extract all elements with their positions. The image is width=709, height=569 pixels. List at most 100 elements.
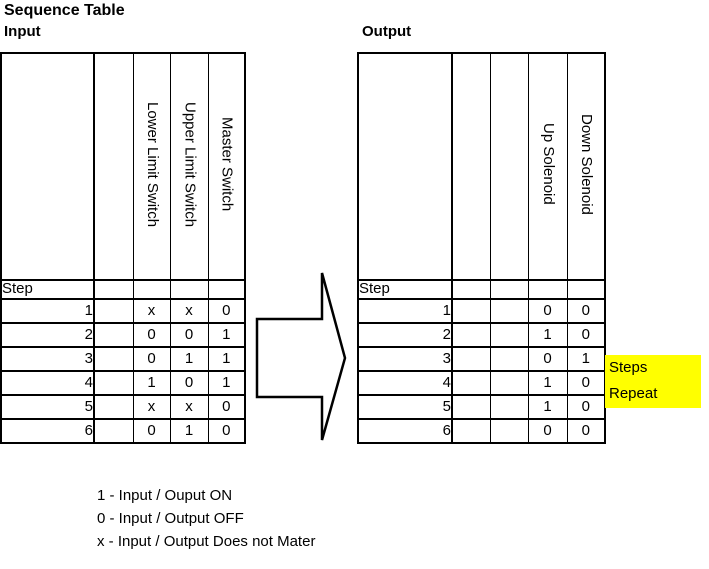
- output-col-header-up-solenoid: Up Solenoid: [527, 52, 568, 281]
- input-col-header-master-switch: Master Switch: [207, 52, 246, 281]
- input-step-number: 6: [0, 418, 95, 444]
- output-step-header-cell: Step: [357, 279, 453, 300]
- legend-line-on: 1 - Input / Ouput ON: [97, 487, 233, 504]
- input-table-row: 3 0 1 1: [0, 346, 246, 372]
- output-cell-up-solenoid: 0: [527, 298, 568, 324]
- input-cell-master: 1: [207, 346, 246, 372]
- output-cell: [451, 346, 491, 372]
- output-table-row: 1 0 0: [357, 298, 606, 324]
- output-cell: [489, 298, 529, 324]
- input-table: Lower Limit Switch Upper Limit Switch Ma…: [0, 52, 246, 444]
- input-header-corner-cell: [0, 52, 95, 281]
- input-cell-lower-limit: x: [132, 394, 171, 420]
- output-cell-down-solenoid: 0: [566, 370, 606, 396]
- input-cell-lower-limit: 1: [132, 370, 171, 396]
- input-col-header-lower-limit-switch: Lower Limit Switch: [132, 52, 171, 281]
- output-table-row: 6 0 0: [357, 418, 606, 444]
- input-table-row: 2 0 0 1: [0, 322, 246, 348]
- input-cell-upper-limit: x: [169, 298, 209, 324]
- input-cell-lower-limit: 0: [132, 418, 171, 444]
- output-cell-down-solenoid: 1: [566, 346, 606, 372]
- input-table-row: 1 x x 0: [0, 298, 246, 324]
- legend: 1 - Input / Ouput ON 0 - Input / Output …: [97, 484, 315, 553]
- input-cell-master: 1: [207, 322, 246, 348]
- input-table-label: Input: [4, 23, 41, 40]
- input-cell: [93, 394, 134, 420]
- input-cell-master: 0: [207, 298, 246, 324]
- input-cell: [93, 346, 134, 372]
- output-cell: [451, 370, 491, 396]
- input-col-header-lower-limit-switch-label: Lower Limit Switch: [143, 101, 161, 227]
- input-cell-lower-limit: 0: [132, 346, 171, 372]
- output-col-header-up-solenoid-label: Up Solenoid: [539, 123, 557, 206]
- output-header-blank-cell: [451, 52, 491, 281]
- output-step-blank-cell: [566, 279, 606, 300]
- input-step-blank-cell: [207, 279, 246, 300]
- input-cell-master: 1: [207, 370, 246, 396]
- input-table-row: 4 1 0 1: [0, 370, 246, 396]
- input-step-number: 3: [0, 346, 95, 372]
- input-cell-upper-limit: x: [169, 394, 209, 420]
- output-header-blank-cell: [489, 52, 529, 281]
- legend-line-dont-care: x - Input / Output Does not Mater: [97, 533, 316, 550]
- input-cell-upper-limit: 0: [169, 370, 209, 396]
- output-step-blank-cell: [527, 279, 568, 300]
- output-table-row: 2 1 0: [357, 322, 606, 348]
- page-title: Sequence Table: [4, 2, 125, 19]
- input-table-row: 6 0 1 0: [0, 418, 246, 444]
- output-table-label: Output: [362, 23, 412, 40]
- input-cell-lower-limit: x: [132, 298, 171, 324]
- output-cell: [489, 322, 529, 348]
- output-col-header-down-solenoid-label: Down Solenoid: [578, 113, 595, 215]
- input-cell-upper-limit: 1: [169, 346, 209, 372]
- output-cell: [489, 346, 529, 372]
- input-col-header-upper-limit-switch: Upper Limit Switch: [169, 52, 209, 281]
- output-table-row: 4 1 0: [357, 370, 606, 396]
- input-cell: [93, 370, 134, 396]
- input-step-blank-cell: [132, 279, 171, 300]
- output-header-row: Up Solenoid Down Solenoid: [357, 52, 606, 281]
- input-step-number: 1: [0, 298, 95, 324]
- input-step-number: 2: [0, 322, 95, 348]
- input-step-blank-cell: [169, 279, 209, 300]
- input-cell: [93, 298, 134, 324]
- output-cell-down-solenoid: 0: [566, 418, 606, 444]
- input-header-row: Lower Limit Switch Upper Limit Switch Ma…: [0, 52, 246, 281]
- steps-repeat-annotation: Steps Repeat: [605, 355, 701, 408]
- output-cell: [451, 322, 491, 348]
- input-header-blank-cell: [93, 52, 134, 281]
- input-step-blank-cell: [93, 279, 134, 300]
- input-step-number: 5: [0, 394, 95, 420]
- output-step-number: 1: [357, 298, 453, 324]
- input-cell: [93, 322, 134, 348]
- output-step-blank-cell: [451, 279, 491, 300]
- output-step-number: 4: [357, 370, 453, 396]
- input-col-header-upper-limit-switch-label: Upper Limit Switch: [181, 101, 199, 227]
- output-step-number: 2: [357, 322, 453, 348]
- input-cell: [93, 418, 134, 444]
- input-cell-master: 0: [207, 418, 246, 444]
- output-cell-down-solenoid: 0: [566, 394, 606, 420]
- output-table-row: 5 1 0: [357, 394, 606, 420]
- output-cell-down-solenoid: 0: [566, 298, 606, 324]
- input-col-header-master-switch-label: Master Switch: [218, 117, 236, 212]
- steps-repeat-line2: Repeat: [609, 385, 658, 402]
- output-step-header-row: Step: [357, 279, 606, 300]
- output-cell: [451, 418, 491, 444]
- output-cell: [489, 418, 529, 444]
- input-step-header-row: Step: [0, 279, 246, 300]
- output-cell: [489, 370, 529, 396]
- output-table-row: 3 0 1: [357, 346, 606, 372]
- output-cell: [489, 394, 529, 420]
- input-table-row: 5 x x 0: [0, 394, 246, 420]
- input-step-header-cell: Step: [0, 279, 95, 300]
- output-cell-up-solenoid: 1: [527, 370, 568, 396]
- output-table: Up Solenoid Down Solenoid Step 1 0 0 2: [357, 52, 606, 444]
- output-cell-up-solenoid: 1: [527, 394, 568, 420]
- output-cell-up-solenoid: 0: [527, 346, 568, 372]
- output-step-number: 5: [357, 394, 453, 420]
- output-step-number: 6: [357, 418, 453, 444]
- output-cell-down-solenoid: 0: [566, 322, 606, 348]
- input-cell-master: 0: [207, 394, 246, 420]
